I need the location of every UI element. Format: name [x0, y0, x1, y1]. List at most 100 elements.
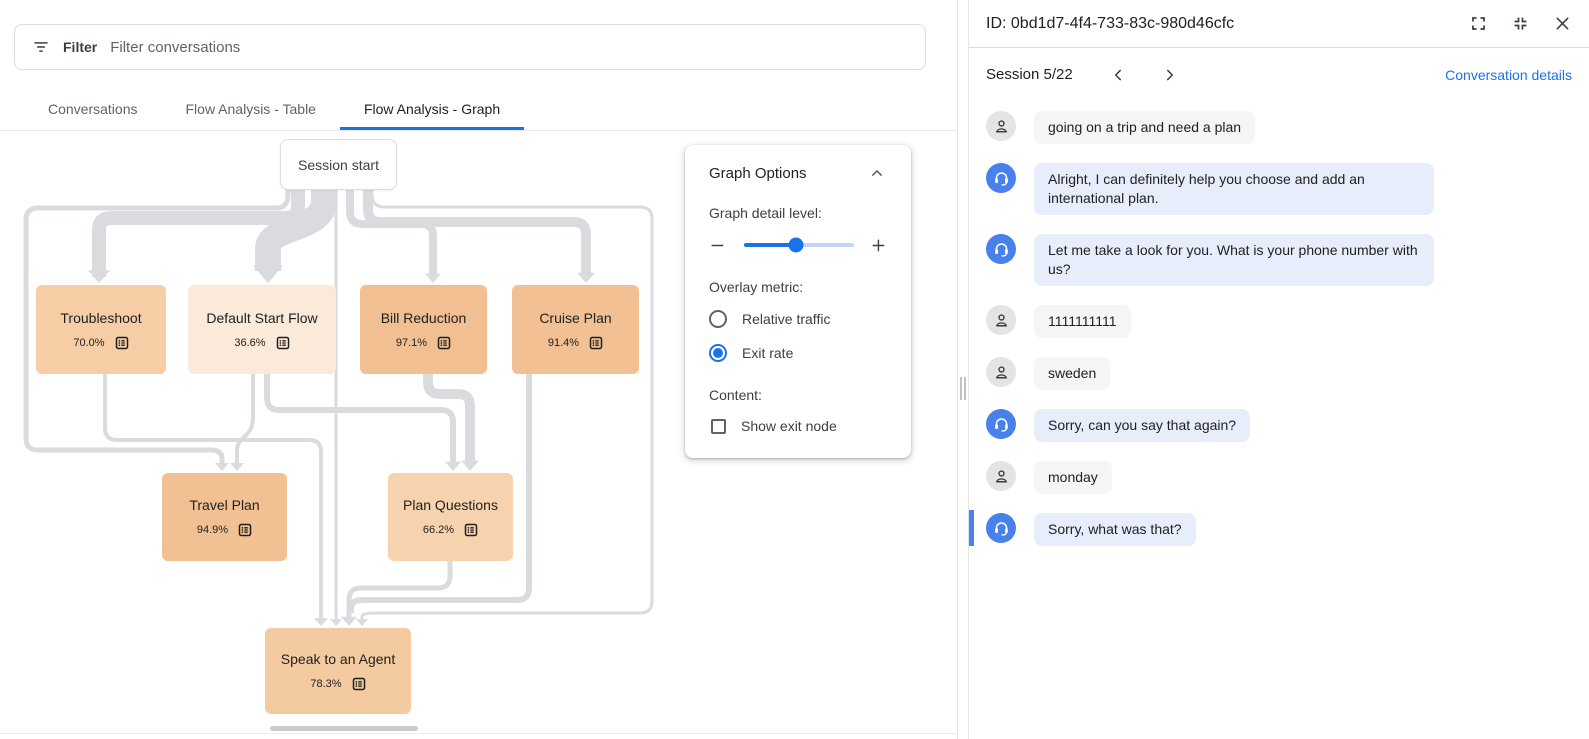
flow-edge-plan-questions-to-speak-to-an-agent — [346, 561, 453, 620]
show-exit-node-checkbox-row[interactable]: Show exit node — [709, 416, 887, 436]
session-list-icon[interactable] — [276, 336, 290, 350]
fullscreen-exit-icon[interactable] — [1511, 14, 1530, 33]
flow-edge-arrowhead — [314, 617, 328, 626]
agent-avatar — [986, 163, 1016, 193]
user-avatar — [986, 461, 1016, 491]
overlay-metric-label: Overlay metric: — [709, 279, 804, 295]
flow-edge-bill-reduction-to-plan-questions — [423, 374, 475, 465]
exit-rate-value: 36.6% — [234, 336, 266, 349]
flow-edge-arrowhead — [577, 272, 595, 283]
detail-panel-header: ID: 0bd1d7-4f4-733-83c-980d46cfc — [969, 0, 1589, 48]
conversation-detail-panel: ID: 0bd1d7-4f4-733-83c-980d46cfc Session… — [968, 0, 1589, 739]
node-label: Travel Plan — [189, 497, 260, 513]
fullscreen-icon[interactable] — [1469, 14, 1488, 33]
node-label: Cruise Plan — [539, 309, 612, 326]
flow-edge-cruise-plan-to-speak-to-an-agent — [348, 374, 532, 613]
message-row-bot[interactable]: Sorry, what was that? — [969, 510, 1572, 546]
horizontal-scrollbar-thumb[interactable] — [270, 726, 418, 731]
session-list-icon[interactable] — [352, 677, 366, 691]
next-session-chevron-right-icon[interactable] — [1159, 65, 1179, 85]
session-nav-row: Session 5/22 Conversation details — [969, 48, 1589, 101]
session-counter: Session 5/22 — [986, 66, 1073, 83]
message-row-user[interactable]: going on a trip and need a plan — [986, 111, 1572, 144]
user-person-icon — [995, 313, 1007, 326]
exit-rate-value: 97.1% — [395, 336, 428, 349]
node-label: Plan Questions — [403, 497, 498, 513]
tab-flow-analysis-table[interactable]: Flow Analysis - Table — [185, 101, 316, 117]
show-exit-node-label: Show exit node — [741, 418, 837, 434]
filter-bar[interactable]: Filter Filter conversations — [14, 24, 926, 70]
session-list-icon[interactable] — [238, 523, 252, 537]
slider-fill — [743, 243, 796, 247]
flow-edge-session-start-to-bill-reduction — [346, 190, 437, 277]
radio-button-icon[interactable] — [709, 310, 727, 328]
exit-rate-value: 66.2% — [422, 524, 455, 536]
flow-edge-arrowhead — [461, 460, 479, 471]
radio-relative-traffic[interactable]: Relative traffic — [709, 309, 887, 329]
session-list-icon[interactable] — [115, 336, 129, 350]
radio-exit-rate[interactable]: Exit rate — [709, 343, 887, 363]
checkbox-icon[interactable] — [711, 418, 726, 434]
flow-edge-default-start-flow-to-plan-questions — [264, 374, 456, 465]
flow-edge-arrowhead — [425, 273, 441, 283]
message-row-user[interactable]: 1111111111 — [986, 305, 1572, 338]
tab-conversations[interactable]: Conversations — [48, 101, 138, 117]
message-row-bot[interactable]: Alright, I can definitely help you choos… — [986, 163, 1572, 215]
node-plan-questions[interactable]: Plan Questions 66.2% — [388, 473, 513, 561]
flow-edge-arrowhead — [215, 462, 229, 471]
session-list-icon[interactable] — [464, 523, 478, 537]
user-avatar — [986, 305, 1016, 335]
flow-edge-arrowhead — [253, 265, 283, 283]
flow-edge-arrowhead — [356, 619, 368, 626]
user-person-icon — [995, 469, 1007, 482]
zoom-out-minus-button[interactable] — [709, 237, 726, 254]
message-bubble: Sorry, can you say that again? — [1034, 409, 1251, 442]
agent-avatar — [986, 234, 1016, 264]
filter-label: Filter — [63, 39, 98, 55]
user-person-icon — [995, 365, 1007, 378]
exit-rate-value: 91.4% — [547, 336, 580, 349]
content-label: Content: — [709, 387, 762, 403]
filter-conversations-input[interactable]: Filter conversations — [110, 38, 241, 56]
flow-edge-default-start-flow-to-travel-plan — [235, 374, 255, 465]
session-list-icon[interactable] — [589, 336, 603, 350]
slider-thumb[interactable] — [788, 237, 804, 253]
node-default-start-flow[interactable]: Default Start Flow 36.6% — [188, 285, 336, 374]
message-row-user[interactable]: monday — [986, 461, 1572, 494]
message-row-user[interactable]: sweden — [986, 357, 1572, 390]
agent-headset-icon — [994, 171, 1008, 186]
detail-level-slider[interactable] — [743, 237, 855, 253]
agent-headset-icon — [994, 417, 1008, 432]
previous-session-chevron-left-icon[interactable] — [1109, 65, 1129, 85]
flow-analysis-panel: Filter Filter conversations Conversation… — [0, 0, 958, 739]
message-bubble: Alright, I can definitely help you choos… — [1034, 163, 1434, 215]
graph-detail-level-label: Graph detail level: — [709, 205, 822, 221]
message-row-bot[interactable]: Sorry, can you say that again? — [986, 409, 1572, 442]
flow-edge-session-start-to-troubleshoot — [92, 190, 305, 277]
collapse-chevron-up-icon[interactable] — [867, 163, 887, 183]
node-label: Speak to an Agent — [280, 651, 396, 667]
node-session-start[interactable]: Session start — [280, 139, 397, 190]
flow-edge-session-start-to-default-start-flow — [255, 188, 337, 271]
message-row-bot[interactable]: Let me take a look for you. What is your… — [986, 234, 1572, 286]
node-cruise-plan[interactable]: Cruise Plan 91.4% — [512, 285, 639, 374]
session-list-icon[interactable] — [437, 336, 451, 350]
zoom-in-plus-button[interactable] — [870, 237, 887, 254]
flow-edge-arrowhead — [88, 270, 110, 283]
radio-button-icon[interactable] — [709, 344, 727, 362]
message-bubble: monday — [1034, 461, 1112, 494]
close-icon[interactable] — [1553, 14, 1572, 33]
panel-resize-handle[interactable] — [960, 377, 968, 400]
tab-flow-analysis-graph[interactable]: Flow Analysis - Graph — [339, 88, 525, 130]
radio-label: Relative traffic — [742, 311, 831, 327]
node-label: Default Start Flow — [206, 309, 318, 326]
radio-label: Exit rate — [742, 345, 794, 361]
message-bubble: 1111111111 — [1034, 305, 1131, 338]
conversation-details-link[interactable]: Conversation details — [1445, 66, 1572, 83]
